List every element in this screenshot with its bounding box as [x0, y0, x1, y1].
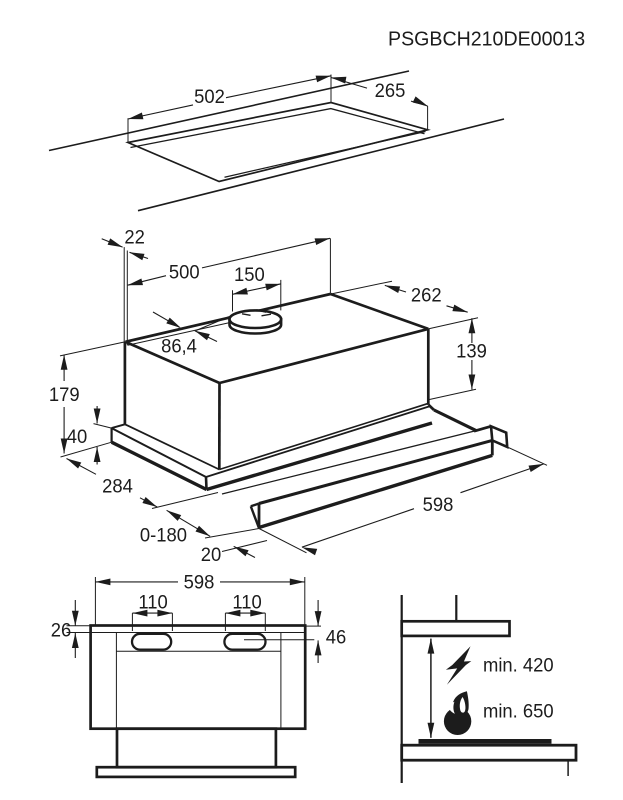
svg-text:86,4: 86,4: [161, 335, 197, 356]
svg-text:22: 22: [124, 226, 144, 247]
svg-text:150: 150: [234, 264, 265, 285]
svg-text:598: 598: [423, 494, 454, 515]
svg-text:500: 500: [169, 261, 200, 282]
svg-text:PSGBCH210DE00013: PSGBCH210DE00013: [388, 28, 585, 50]
svg-text:502: 502: [194, 86, 225, 107]
svg-text:40: 40: [67, 426, 87, 447]
svg-text:110: 110: [138, 591, 167, 612]
svg-text:598: 598: [184, 571, 215, 592]
svg-text:284: 284: [102, 475, 133, 496]
svg-text:110: 110: [232, 591, 261, 612]
svg-text:20: 20: [201, 544, 221, 565]
svg-text:262: 262: [411, 284, 442, 305]
svg-text:0-180: 0-180: [140, 524, 187, 545]
svg-text:265: 265: [375, 80, 406, 101]
svg-text:139: 139: [456, 340, 487, 361]
svg-text:min. 650: min. 650: [483, 700, 554, 721]
svg-text:26: 26: [51, 619, 71, 640]
svg-text:min. 420: min. 420: [483, 654, 554, 675]
svg-text:46: 46: [326, 626, 346, 647]
svg-text:179: 179: [49, 384, 80, 405]
